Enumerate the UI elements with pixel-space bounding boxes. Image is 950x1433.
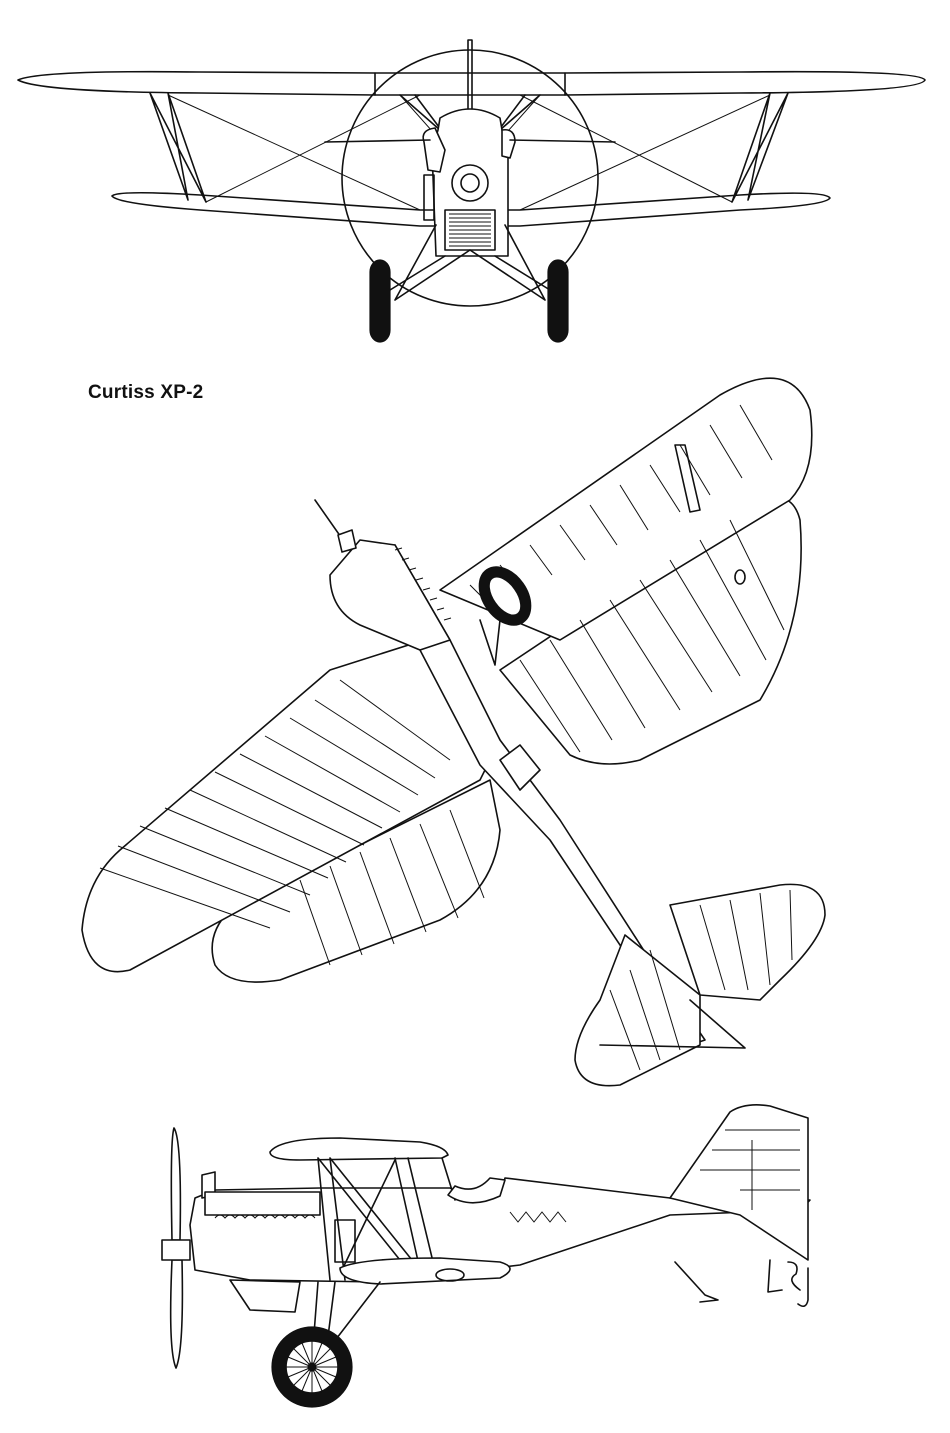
side-machine-gun bbox=[204, 1191, 321, 1216]
side-propeller-hub bbox=[161, 1239, 191, 1261]
front-propeller-disc bbox=[341, 49, 599, 307]
front-cylinder-left bbox=[422, 127, 446, 173]
front-radiator-grille bbox=[449, 213, 491, 247]
front-tailplane bbox=[324, 139, 616, 143]
front-engine-gun-left bbox=[423, 174, 435, 221]
front-left-wheel bbox=[369, 259, 391, 343]
side-tail-fin bbox=[669, 1104, 809, 1261]
front-bracing-wires bbox=[167, 94, 771, 211]
side-fuselage-step bbox=[435, 1268, 465, 1282]
front-view bbox=[17, 39, 926, 343]
side-upper-wing bbox=[269, 1137, 449, 1161]
side-lower-wing bbox=[339, 1257, 511, 1285]
front-spinner-inner bbox=[460, 173, 480, 193]
side-tail-fin-ribs bbox=[700, 1129, 800, 1210]
plan-tailplane-ribs bbox=[609, 889, 793, 1071]
plan-right-lower-wing-ribs bbox=[519, 519, 785, 753]
side-wheel-axle bbox=[307, 1362, 317, 1372]
side-fuselage-zigzag bbox=[509, 1211, 567, 1223]
plan-cockpit bbox=[499, 744, 541, 791]
plan-tailplane-left bbox=[574, 934, 701, 1087]
front-left-struts bbox=[149, 92, 207, 203]
plan-rudder-line bbox=[599, 999, 746, 1049]
front-cylinder-right bbox=[501, 128, 516, 159]
plan-landing-gear-strut bbox=[479, 619, 501, 666]
side-propeller-lower-blade bbox=[169, 1259, 184, 1369]
plan-right-upper-wing bbox=[439, 377, 813, 641]
side-exhaust-row bbox=[214, 1214, 316, 1219]
plan-left-lower-wing bbox=[211, 779, 501, 983]
side-cockpit-box bbox=[334, 1219, 356, 1263]
plan-wheel-hub bbox=[488, 575, 522, 617]
plan-propeller-hub bbox=[337, 529, 357, 553]
front-right-struts bbox=[731, 92, 789, 203]
plan-exhaust-stacks bbox=[394, 547, 452, 621]
plan-right-interplane-strut bbox=[674, 444, 701, 513]
side-belly-radiator bbox=[229, 1279, 301, 1313]
artist-signature bbox=[767, 1259, 809, 1308]
plan-left-upper-wing-ribs bbox=[99, 679, 451, 929]
side-tail-skid bbox=[674, 1261, 719, 1303]
drawing-title: Curtiss XP-2 bbox=[88, 382, 204, 403]
plan-right-wing-marking bbox=[734, 569, 746, 585]
front-right-wheel bbox=[547, 259, 569, 343]
front-cabane-struts bbox=[399, 94, 541, 136]
side-propeller-upper-blade bbox=[170, 1127, 182, 1241]
side-view bbox=[161, 1104, 811, 1408]
plan-left-lower-wing-ribs bbox=[299, 809, 485, 966]
plan-view bbox=[81, 377, 826, 1087]
plan-engine-cowling bbox=[329, 539, 451, 651]
side-wing-struts bbox=[317, 1157, 456, 1281]
side-cockpit bbox=[447, 1177, 506, 1204]
plan-tailplane-right bbox=[669, 883, 826, 1001]
